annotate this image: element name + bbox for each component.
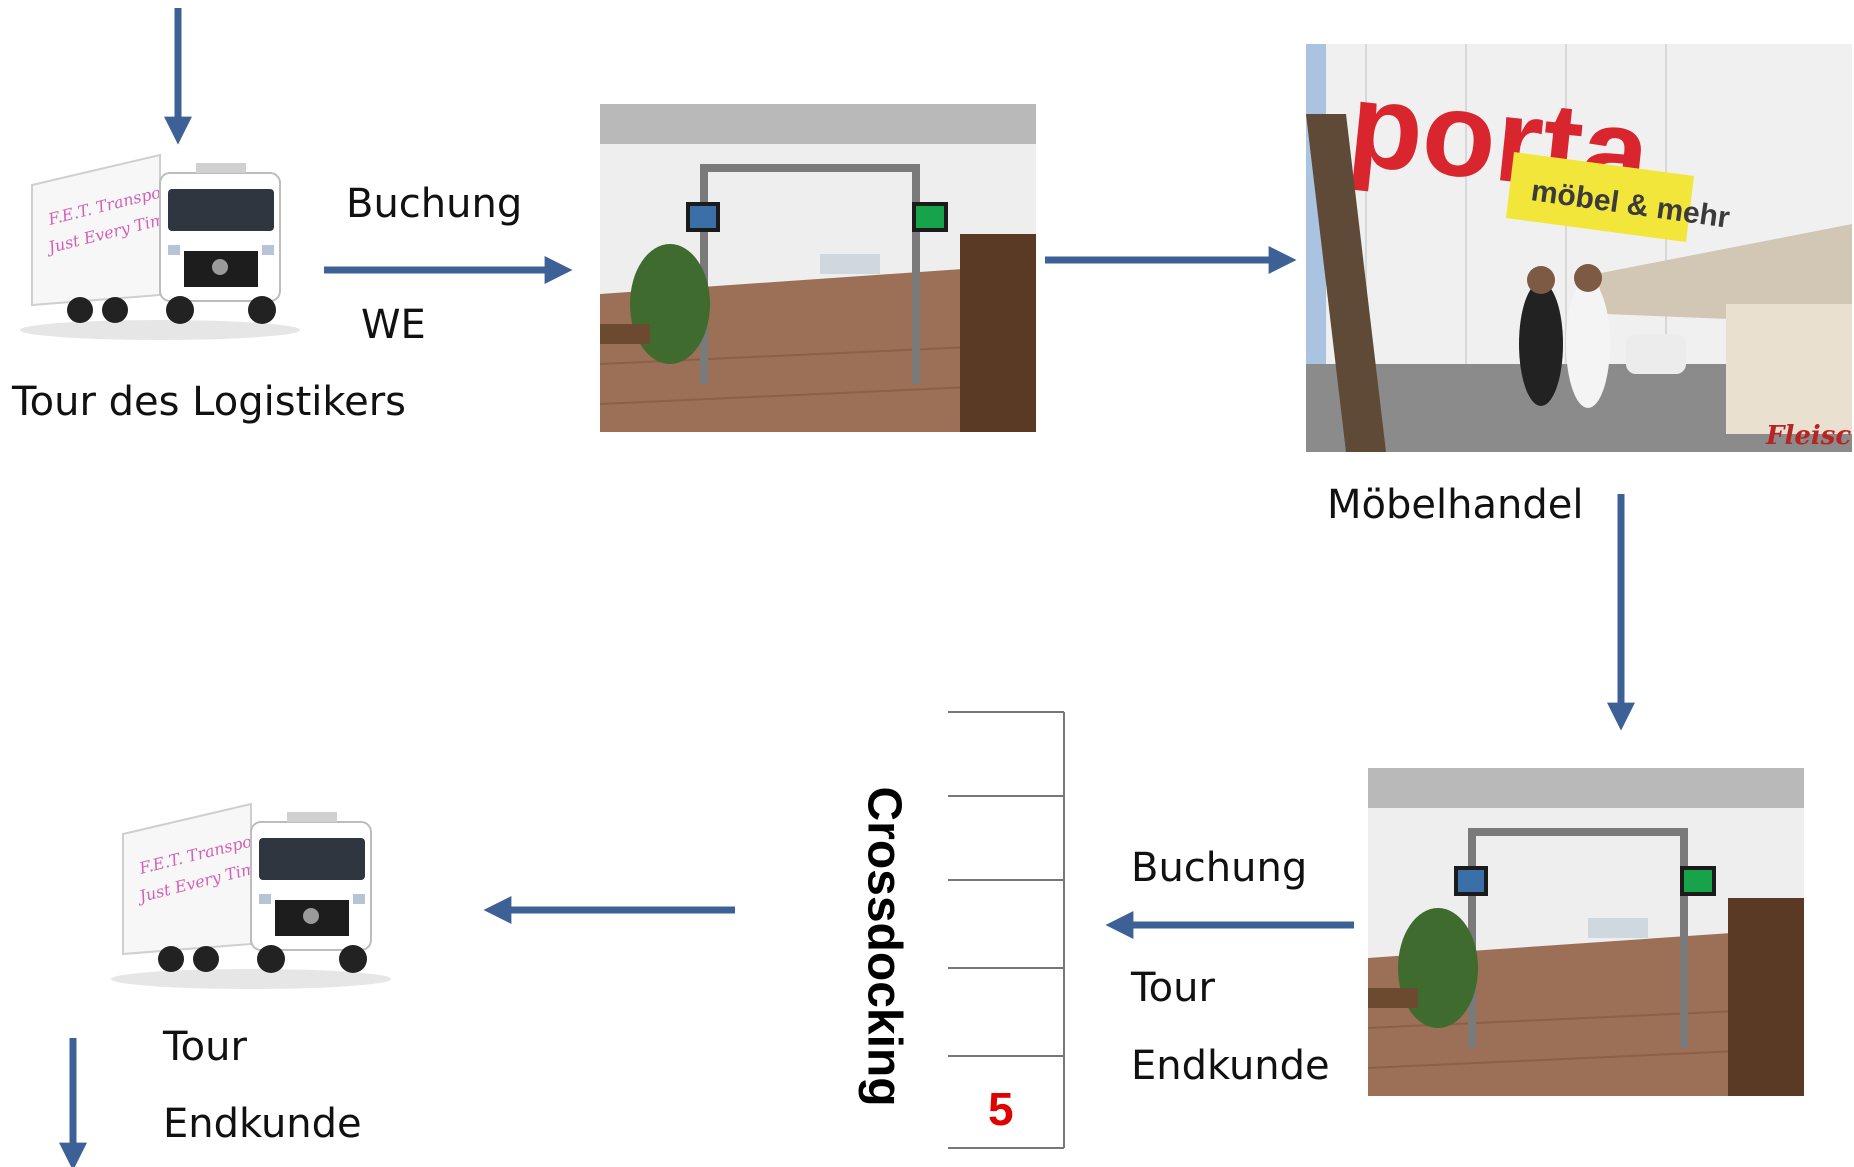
caption-tour-des-logistikers: Tour des Logistikers xyxy=(12,379,407,425)
label-endkunde-final: Endkunde xyxy=(163,1101,362,1147)
label-we: WE xyxy=(361,302,426,348)
truck-icon-2: F.E.T. Transports Just Every Time xyxy=(111,802,391,989)
label-buchung-we: Buchung xyxy=(346,181,523,227)
truck-icon: F.E.T. Transports Just Every Time xyxy=(20,153,300,340)
warehouse-photo xyxy=(600,104,1036,432)
caption-moebelhandel: Möbelhandel xyxy=(1327,482,1584,528)
crossdocking-slots xyxy=(948,711,1065,1149)
label-endkunde-step3: Endkunde xyxy=(1131,1043,1330,1089)
label-tour-step3: Tour xyxy=(1131,965,1215,1011)
label-tour-final: Tour xyxy=(163,1024,247,1070)
crossdocking-slot-number: 5 xyxy=(988,1083,1014,1135)
store-stand-text: Fleisch xyxy=(1765,421,1852,451)
warehouse-photo-2 xyxy=(1368,768,1804,1096)
crossdocking-title: Crossdocking xyxy=(857,786,911,1107)
label-buchung-crossdock: Buchung xyxy=(1131,845,1308,891)
furniture-store-photo: porta möbel & mehr Fleisch xyxy=(1306,44,1852,452)
